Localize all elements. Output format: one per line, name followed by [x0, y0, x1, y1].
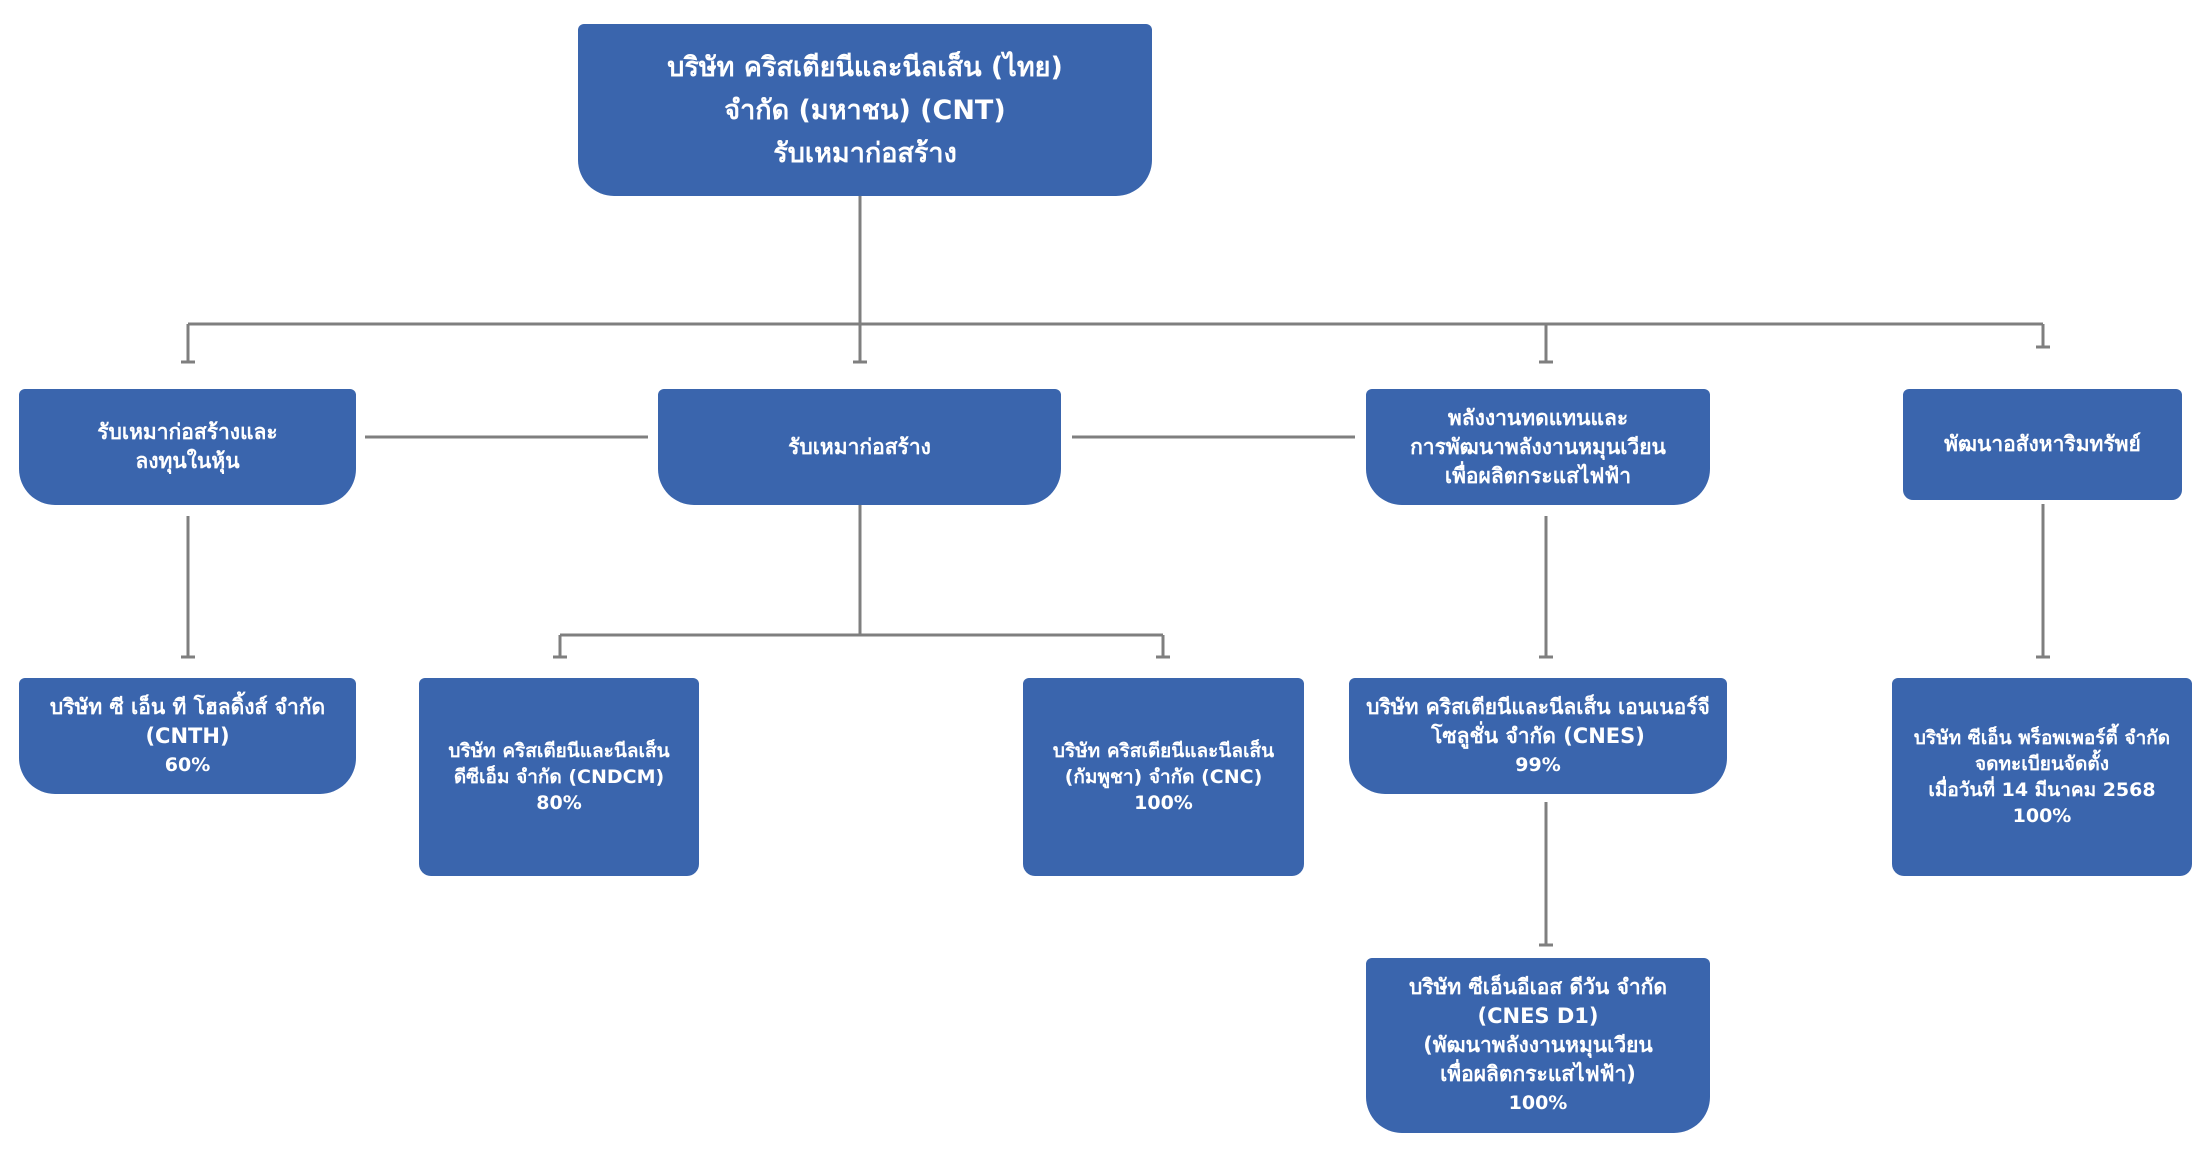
company-cnes-d1: บริษัท ซีเอ็นอีเอส ดีวัน จำกัด (CNES D1)…: [1366, 958, 1710, 1133]
category-1-line-2: ลงทุนในหุ้น: [135, 449, 240, 473]
category-construction-investment: รับเหมาก่อสร้างและ ลงทุนในหุ้น: [19, 389, 356, 505]
category-1-line-1: รับเหมาก่อสร้างและ: [97, 420, 278, 444]
company-cnp-percent: 100%: [2012, 805, 2072, 827]
company-cndcm: บริษัท คริสเตียนีและนีลเส็น ดีซีเอ็ม จำก…: [419, 678, 699, 876]
company-cnp-line-2: จดทะเบียนจัดตั้ง: [1975, 753, 2109, 775]
company-cnc-line-1: บริษัท คริสเตียนีและนีลเส็น: [1052, 740, 1275, 762]
category-2-line-1: รับเหมาก่อสร้าง: [788, 434, 931, 459]
company-cnp-line-1: บริษัท ซีเอ็น พร็อพเพอร์ตี้ จำกัด: [1913, 727, 2171, 749]
category-3-line-3: เพื่อผลิตกระแสไฟฟ้า: [1444, 463, 1632, 488]
company-cnth-line-1: บริษัท ซี เอ็น ที โฮลดิ้งส์ จำกัด: [49, 694, 326, 719]
root-line-2: จำกัด (มหาชน) (CNT): [724, 94, 1006, 126]
category-3-line-2: การพัฒนาพลังงานหมุนเวียน: [1410, 434, 1666, 459]
company-cnes-line-2: โซลูชั่น จำกัด (CNES): [1431, 723, 1645, 748]
company-cnes-d1-line-2: (CNES D1): [1477, 1004, 1599, 1028]
company-cndcm-line-1: บริษัท คริสเตียนีและนีลเส็น: [448, 740, 670, 762]
company-cndcm-line-2: ดีซีเอ็ม จำกัด (CNDCM): [453, 766, 665, 788]
company-cnp-line-3: เมื่อวันที่ 14 มีนาคม 2568: [1928, 779, 2156, 801]
company-cn-property: บริษัท ซีเอ็น พร็อพเพอร์ตี้ จำกัด จดทะเบ…: [1892, 678, 2192, 876]
company-cnth-percent: 60%: [164, 753, 211, 776]
company-cnes-percent: 99%: [1515, 753, 1561, 776]
company-cnth: บริษัท ซี เอ็น ที โฮลดิ้งส์ จำกัด (CNTH)…: [19, 678, 356, 794]
company-cnes-d1-line-3: (พัฒนาพลังงานหมุนเวียน: [1423, 1033, 1653, 1057]
company-cnes-d1-percent: 100%: [1508, 1092, 1568, 1114]
company-cnes-line-1: บริษัท คริสเตียนีและนีลเส็น เอนเนอร์จี: [1366, 694, 1710, 719]
category-renewable-energy: พลังงานทดแทนและ การพัฒนาพลังงานหมุนเวียน…: [1366, 389, 1710, 505]
category-construction: รับเหมาก่อสร้าง: [658, 389, 1061, 505]
company-cnes-d1-line-4: เพื่อผลิตกระแสไฟฟ้า): [1440, 1062, 1636, 1086]
company-cnc-percent: 100%: [1134, 792, 1193, 814]
company-cnc: บริษัท คริสเตียนีและนีลเส็น (กัมพูชา) จำ…: [1023, 678, 1304, 876]
root-line-3: รับเหมาก่อสร้าง: [773, 137, 957, 169]
category-real-estate: พัฒนาอสังหาริมทรัพย์: [1903, 389, 2182, 500]
category-3-line-1: พลังงานทดแทนและ: [1447, 405, 1629, 430]
root-line-1: บริษัท คริสเตียนีและนีลเส็น (ไทย): [667, 51, 1063, 83]
company-cnes: บริษัท คริสเตียนีและนีลเส็น เอนเนอร์จี โ…: [1349, 678, 1727, 794]
company-cnc-line-2: (กัมพูชา) จำกัด (CNC): [1064, 766, 1263, 788]
company-cnth-line-2: (CNTH): [145, 723, 230, 748]
root-company-box: บริษัท คริสเตียนีและนีลเส็น (ไทย) จำกัด …: [578, 24, 1152, 196]
category-4-line-1: พัฒนาอสังหาริมทรัพย์: [1944, 432, 2141, 456]
company-cndcm-percent: 80%: [536, 792, 582, 814]
company-cnes-d1-line-1: บริษัท ซีเอ็นอีเอส ดีวัน จำกัด: [1408, 975, 1668, 999]
